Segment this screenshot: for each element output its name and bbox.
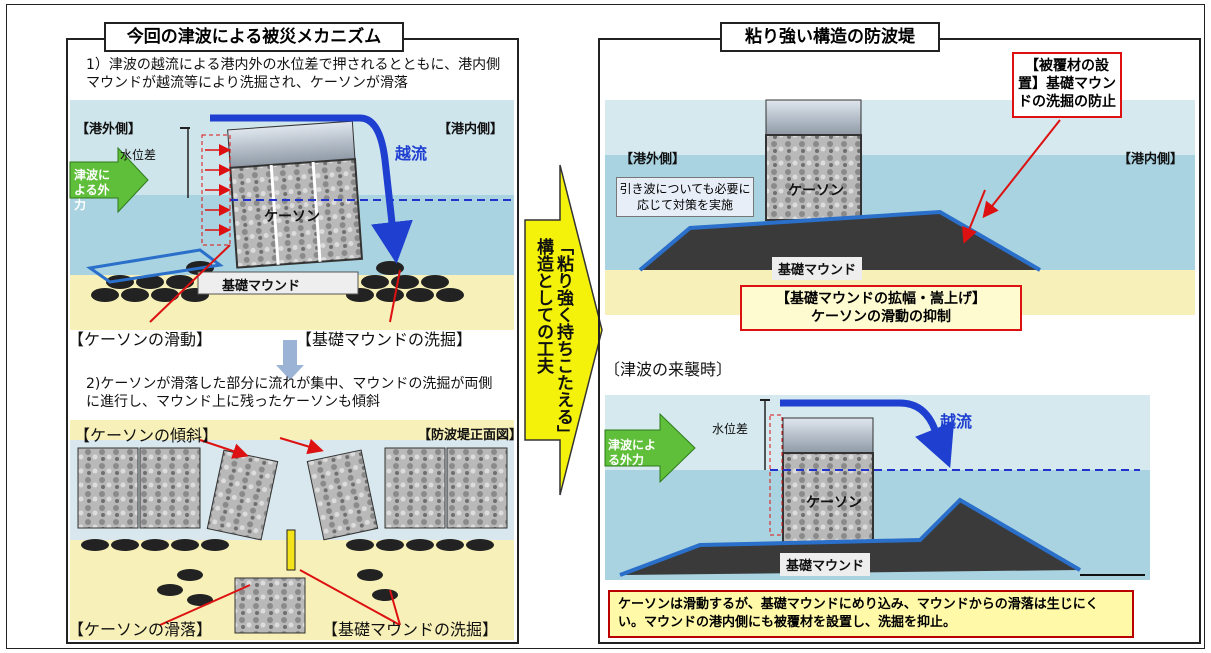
right-bottom-note: ケーソンは滑動するが、基礎マウンドにめり込み、マウンドからの滑落は生じにくい。マ… bbox=[608, 590, 1134, 638]
left-desc-2: 2)ケーソンが滑落した部分に流れが集中、マウンドの洗掘が両側に進行し、マウンド上… bbox=[86, 376, 493, 410]
right-widen-box: 【基礎マウンドの拡幅・嵩上げ】 ケーソンの滑動の抑制 bbox=[740, 285, 1022, 331]
right-caisson-2: ケーソン bbox=[806, 495, 862, 511]
left-slide-label: 【ケーソンの滑動】 bbox=[68, 330, 213, 349]
right-overflow: 越流 bbox=[940, 412, 973, 431]
right-cover-box: 【被覆材の設置】基礎マウンドの洗掘の防止 bbox=[1012, 52, 1122, 118]
right-water-diff: 水位差 bbox=[712, 422, 749, 436]
left-outer-side: 【港外側】 bbox=[76, 122, 142, 137]
left-front-view: 【防波堤正面図】 bbox=[418, 428, 523, 443]
left-force: 津波による外力 bbox=[74, 168, 111, 212]
left-mound: 基礎マウンド bbox=[222, 279, 301, 294]
right-backwash-note: 引き波についても必要に応じて対策を実施 bbox=[616, 177, 754, 217]
left-lower-scene bbox=[70, 420, 514, 640]
middle-arrow bbox=[524, 164, 603, 496]
right-widen-line1: 【基礎マウンドの拡幅・嵩上げ】 bbox=[776, 291, 986, 307]
left-inner-side: 【港内側】 bbox=[438, 122, 504, 137]
right-panel-title: 粘り強い構造の防波堤 bbox=[720, 22, 940, 52]
left-upper-scene bbox=[69, 100, 514, 330]
right-force: 津波による外力 bbox=[608, 438, 657, 467]
left-scour-label: 【基礎マウンドの洗掘】 bbox=[296, 330, 473, 349]
left-panel-title: 今回の津波による被災メカニズム bbox=[104, 22, 404, 52]
left-tilt-label: 【ケーソンの傾斜】 bbox=[74, 426, 219, 445]
left-caisson: ケーソン bbox=[264, 209, 320, 225]
left-fall-label: 【ケーソンの滑落】 bbox=[68, 620, 213, 639]
right-inner-side: 【港内側】 bbox=[1118, 152, 1184, 167]
left-overflow: 越流 bbox=[395, 144, 428, 163]
middle-arrow-text: 「粘り強く持ちこたえる」構造としての工夫 bbox=[533, 238, 573, 434]
right-lower-scene bbox=[604, 395, 1150, 580]
right-outer-side: 【港外側】 bbox=[620, 152, 686, 167]
right-mound: 基礎マウンド bbox=[772, 257, 863, 280]
left-desc-1: 1）津波の越流による港内外の水位差で押されるとともに、港内側マウンドが越流等によ… bbox=[86, 57, 501, 91]
outer-frame bbox=[6, 4, 1205, 649]
right-caisson: ケーソン bbox=[788, 183, 844, 199]
right-widen-line2: ケーソンの滑動の抑制 bbox=[811, 309, 951, 325]
right-mound-2: 基礎マウンド bbox=[780, 553, 871, 576]
left-water-diff: 水位差 bbox=[120, 148, 157, 162]
left-scour2-label: 【基礎マウンドの洗掘】 bbox=[322, 620, 499, 639]
right-panel bbox=[598, 38, 1201, 644]
right-upper-scene bbox=[605, 99, 1195, 315]
right-attack-label: 〔津波の来襲時〕 bbox=[604, 360, 733, 379]
